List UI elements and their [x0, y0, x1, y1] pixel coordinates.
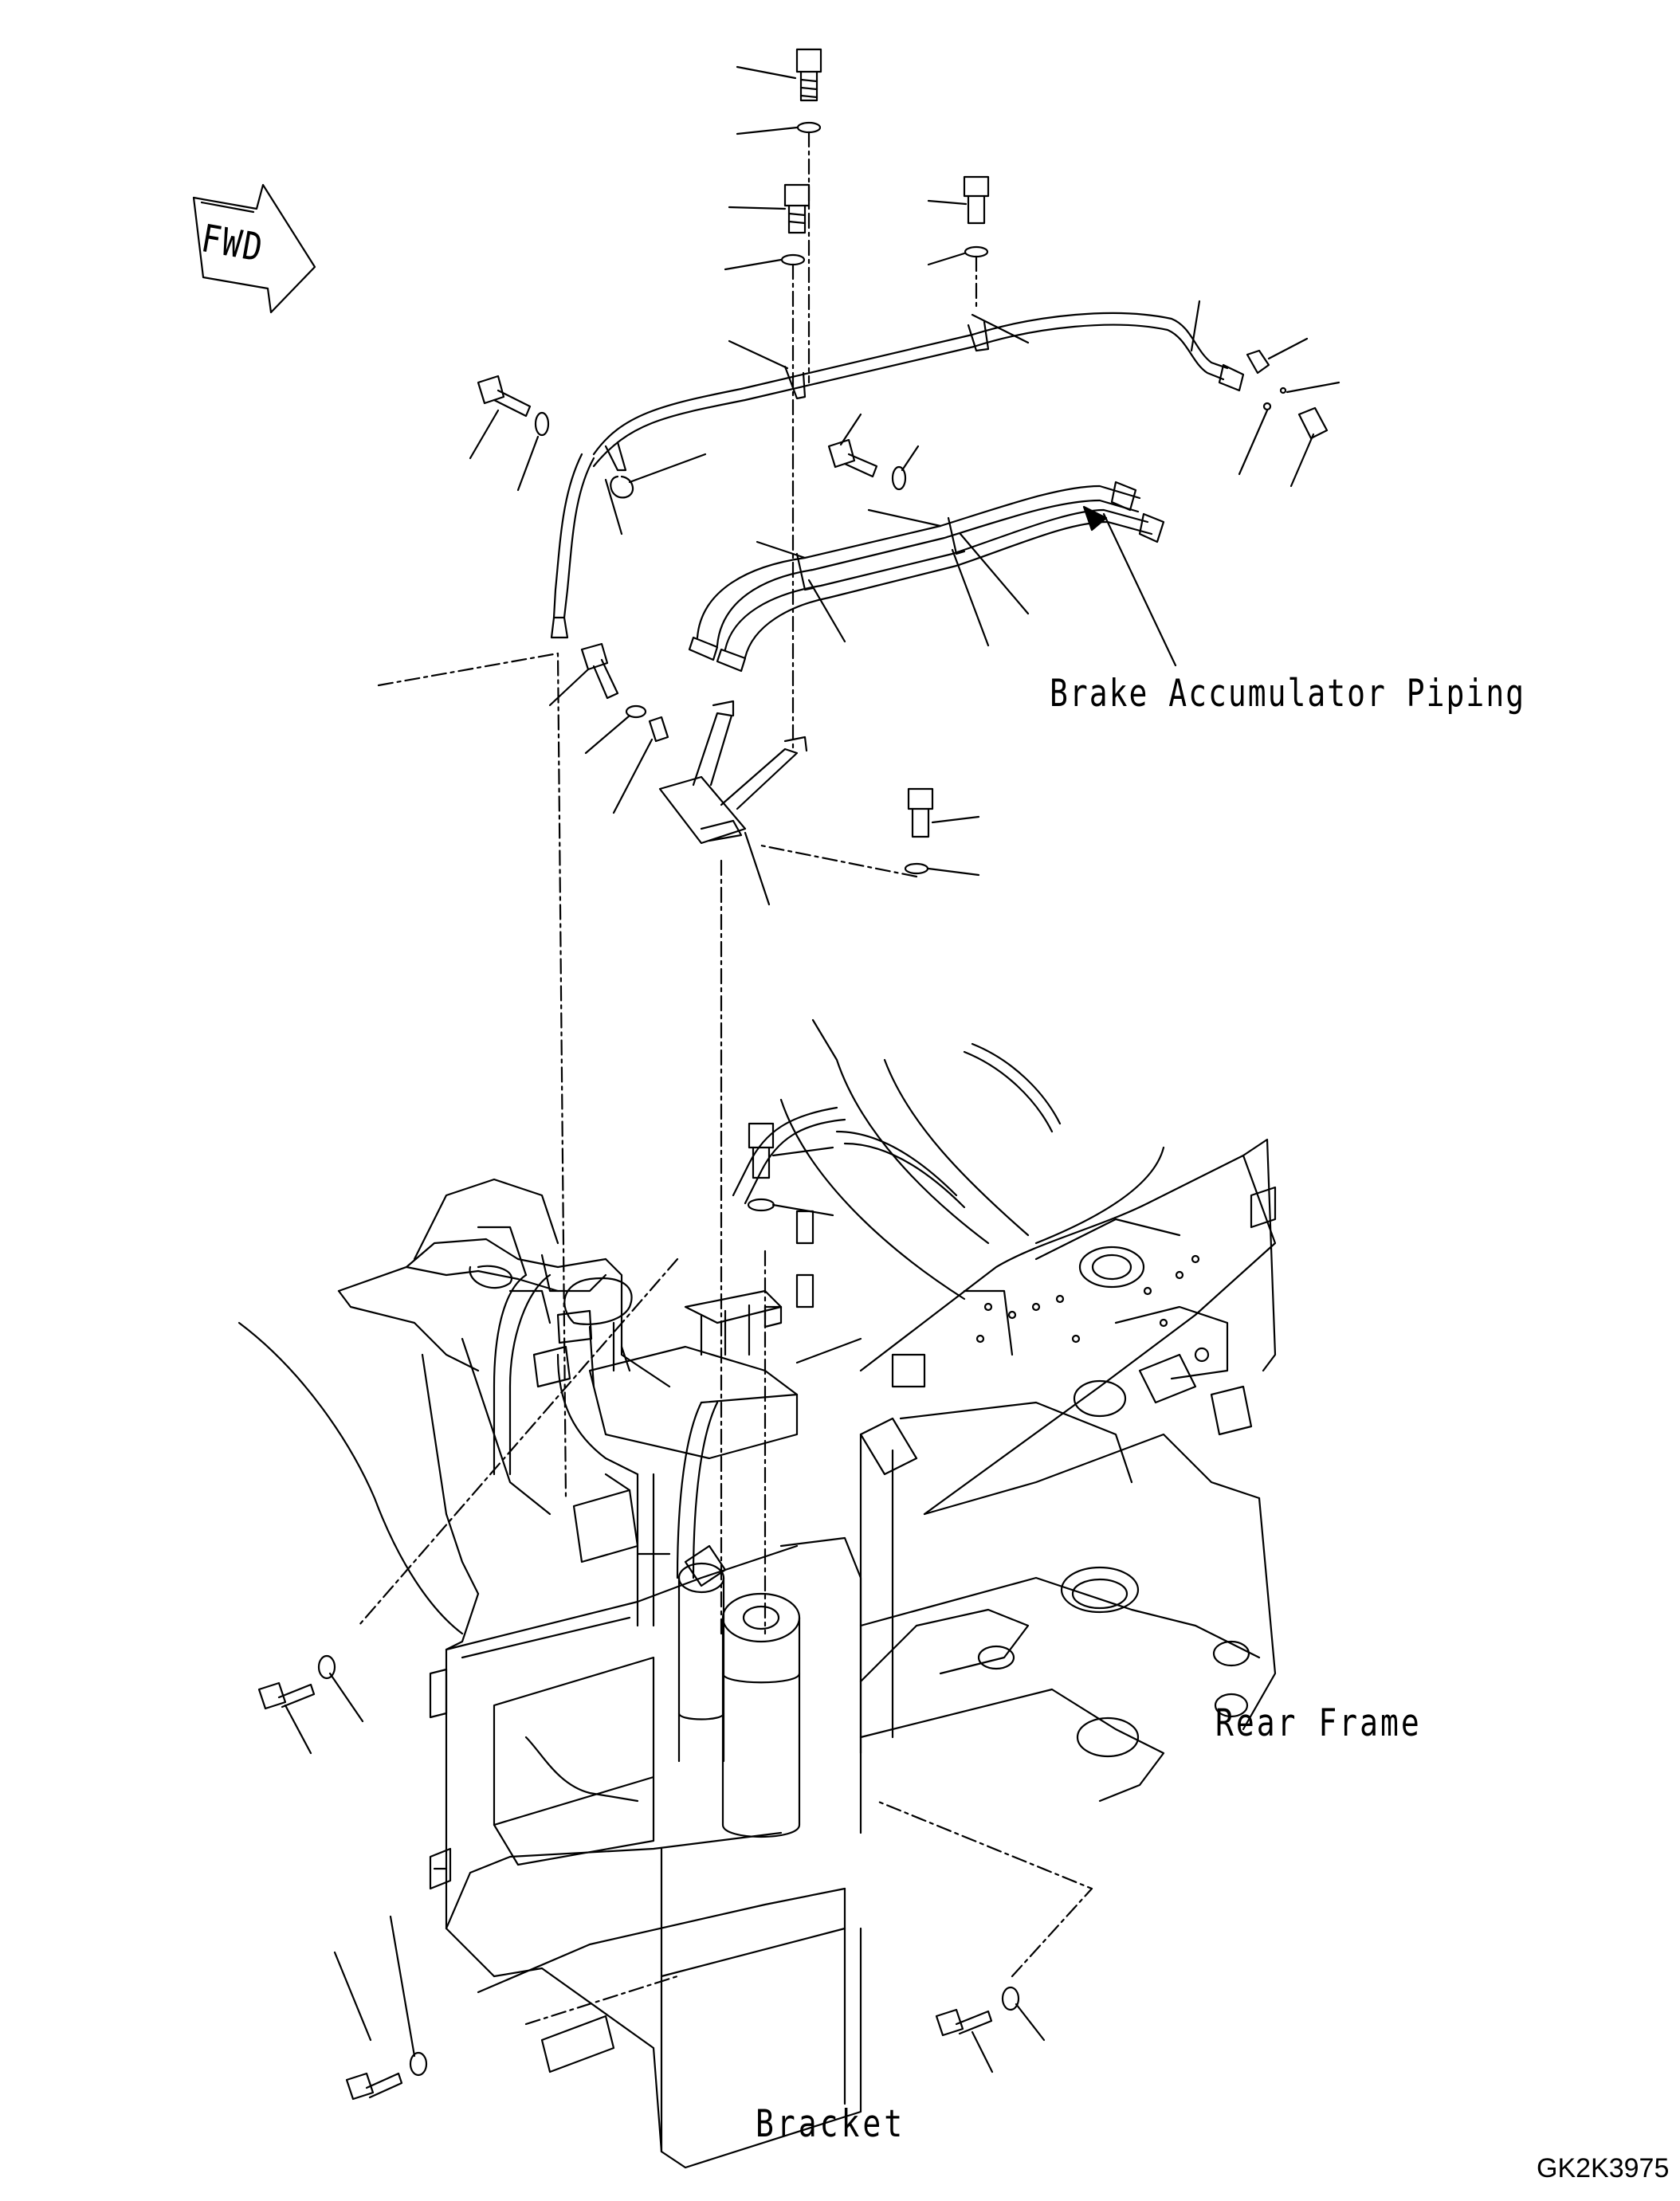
rear-frame-right — [964, 1148, 1251, 1434]
elbow-fitting — [1247, 351, 1327, 438]
leader-lines-bottom — [285, 1673, 1044, 2072]
leader-lines-right-top — [1191, 301, 1339, 486]
main-pipe — [551, 313, 1243, 638]
leader-lines-top — [725, 67, 1028, 368]
washer-accumulator — [893, 467, 905, 489]
washer-top-3 — [965, 247, 987, 257]
accumulator-cylinder — [679, 1563, 799, 1837]
washer-left-pipe — [536, 413, 548, 435]
leader-lines-bracket — [550, 669, 769, 904]
fwd-arrow-icon — [194, 185, 315, 312]
bolt-bracket-right — [909, 789, 932, 837]
bolt-mid — [749, 1124, 773, 1178]
bolt-bottom-left — [347, 2073, 402, 2099]
bolt-bracket — [582, 644, 618, 698]
frame-hydraulic-lines — [558, 1044, 1060, 1578]
bolt-left-pipe — [478, 376, 530, 416]
bracket-body — [239, 1239, 861, 2168]
rear-frame-label: Rear Frame — [1215, 1701, 1422, 1744]
clip-bracket — [650, 717, 668, 741]
frame-ears — [414, 1179, 591, 1387]
drawing-code: GK2K3975 — [1537, 2153, 1670, 2183]
frame-holes — [977, 1256, 1199, 1342]
bolt-bottom-right — [936, 2010, 991, 2035]
leader-lines-bracket-right — [928, 817, 979, 875]
bolt-lower-left — [259, 1683, 314, 1709]
washer-top-1 — [798, 123, 820, 132]
bolt-top-3 — [964, 177, 988, 223]
washer-bottom-left — [410, 2053, 426, 2075]
leader-lines-left-pipe — [470, 410, 705, 534]
pointer-arrow-icon — [1084, 507, 1106, 530]
leader-lines-accumulator — [757, 414, 1176, 665]
bolt-accumulator — [829, 440, 877, 477]
washer-bracket-right — [905, 864, 928, 873]
bracket-assembly — [660, 701, 807, 843]
rear-frame — [781, 1020, 1275, 1801]
washer-top-2 — [782, 255, 804, 265]
bolt-top-1 — [797, 49, 821, 100]
brake-accumulator-piping-label: Brake Accumulator Piping — [1050, 671, 1526, 715]
centerlines — [359, 132, 1092, 2024]
washer-bottom-right — [1003, 1987, 1019, 2010]
washer-lower-left — [319, 1656, 335, 1678]
pipe-clamps — [606, 322, 988, 497]
washer-bracket — [626, 706, 646, 717]
bolt-top-2 — [785, 185, 809, 233]
washer-mid — [748, 1199, 774, 1210]
leader-lines-mid — [773, 1148, 833, 1215]
bracket-label: Bracket — [756, 2101, 906, 2145]
